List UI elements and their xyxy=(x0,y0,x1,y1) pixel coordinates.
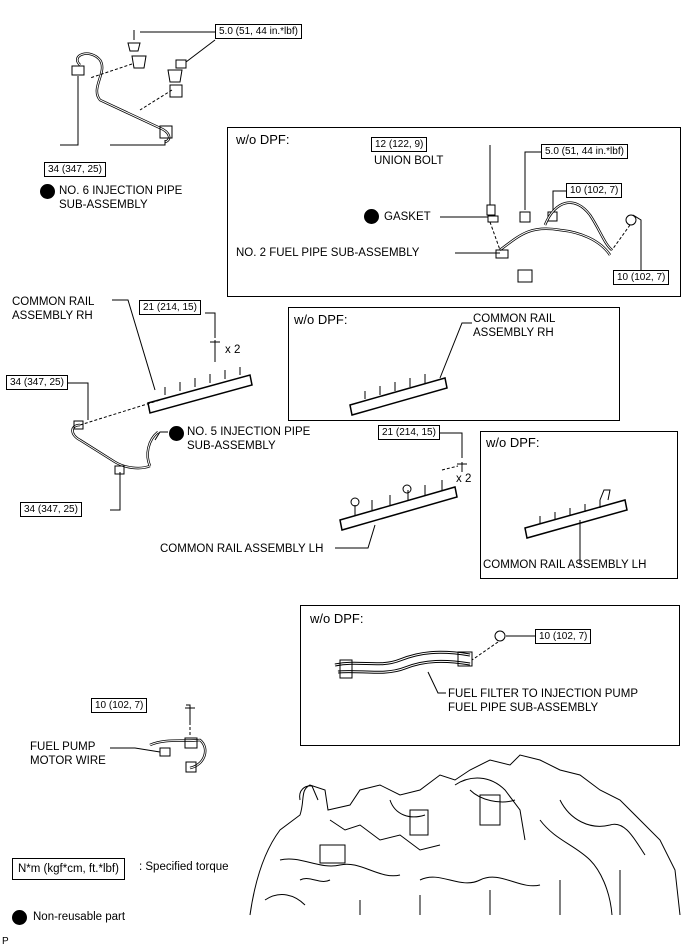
quantity-label: x 2 xyxy=(225,344,241,356)
torque-box: 34 (347, 25) xyxy=(20,502,82,517)
panel-title: w/o DPF: xyxy=(236,132,290,147)
part-label-fuel-pipe-2: NO. 2 FUEL PIPE SUB-ASSEMBLY xyxy=(236,247,420,259)
dpf-panel-rail-rh xyxy=(288,307,620,421)
torque-box: 21 (214, 15) xyxy=(139,300,201,315)
panel-title: w/o DPF: xyxy=(294,312,348,327)
panel-title: w/o DPF: xyxy=(310,611,364,626)
torque-box: 21 (214, 15) xyxy=(378,425,440,440)
non-reusable-mark-icon xyxy=(364,209,379,224)
part-label-fuel-pump-wire: MOTOR WIRE xyxy=(30,755,106,767)
non-reusable-mark-icon xyxy=(169,426,184,441)
torque-box: 10 (102, 7) xyxy=(91,698,148,713)
torque-box: 5.0 (51, 44 in.*lbf) xyxy=(215,24,302,39)
dpf-panel-rail-lh xyxy=(480,431,678,579)
corner-mark: P xyxy=(2,936,9,947)
torque-box: 10 (102, 7) xyxy=(535,629,592,644)
non-reusable-mark-icon xyxy=(12,910,27,925)
part-label-rail-rh: COMMON RAIL xyxy=(473,313,556,325)
part-label-rail-lh: COMMON RAIL ASSEMBLY LH xyxy=(483,559,647,571)
part-label-inj5: NO. 5 INJECTION PIPE xyxy=(187,426,311,438)
torque-box: 10 (102, 7) xyxy=(566,183,623,198)
legend-nonreusable: Non-reusable part xyxy=(33,911,126,923)
torque-box: 34 (347, 25) xyxy=(6,375,68,390)
part-label-inj6: SUB-ASSEMBLY xyxy=(59,199,148,211)
torque-box: 12 (122, 9) xyxy=(371,137,428,152)
part-label-rail-rh: ASSEMBLY RH xyxy=(473,327,554,339)
part-label-gasket: GASKET xyxy=(384,211,431,223)
legend-unit-description: : Specified torque xyxy=(139,861,229,873)
legend-unit-box: N*m (kgf*cm, ft.*lbf) xyxy=(12,858,125,880)
part-label-inj6: NO. 6 INJECTION PIPE xyxy=(59,185,183,197)
torque-box: 10 (102, 7) xyxy=(613,270,670,285)
part-label-rail-lh: COMMON RAIL ASSEMBLY LH xyxy=(160,543,324,555)
torque-box: 5.0 (51, 44 in.*lbf) xyxy=(541,144,628,159)
quantity-label: x 2 xyxy=(456,473,472,485)
non-reusable-mark-icon xyxy=(40,184,55,199)
panel-title: w/o DPF: xyxy=(486,435,540,450)
part-label-fuel-pump-wire: FUEL PUMP xyxy=(30,741,96,753)
part-label-rail-rh: COMMON RAIL xyxy=(12,296,95,308)
part-label-inj5: SUB-ASSEMBLY xyxy=(187,440,276,452)
engine-illustration xyxy=(249,754,681,916)
torque-box: 34 (347, 25) xyxy=(44,162,106,177)
part-label-union-bolt: UNION BOLT xyxy=(374,155,444,167)
part-label-fuel-filter-pipe: FUEL FILTER TO INJECTION PUMP xyxy=(448,688,638,700)
dpf-panel-fuel-filter-pipe xyxy=(300,605,680,746)
part-label-fuel-filter-pipe: FUEL PIPE SUB-ASSEMBLY xyxy=(448,702,599,714)
dpf-panel-fuel-pipe xyxy=(227,127,681,297)
part-label-rail-rh: ASSEMBLY RH xyxy=(12,310,93,322)
